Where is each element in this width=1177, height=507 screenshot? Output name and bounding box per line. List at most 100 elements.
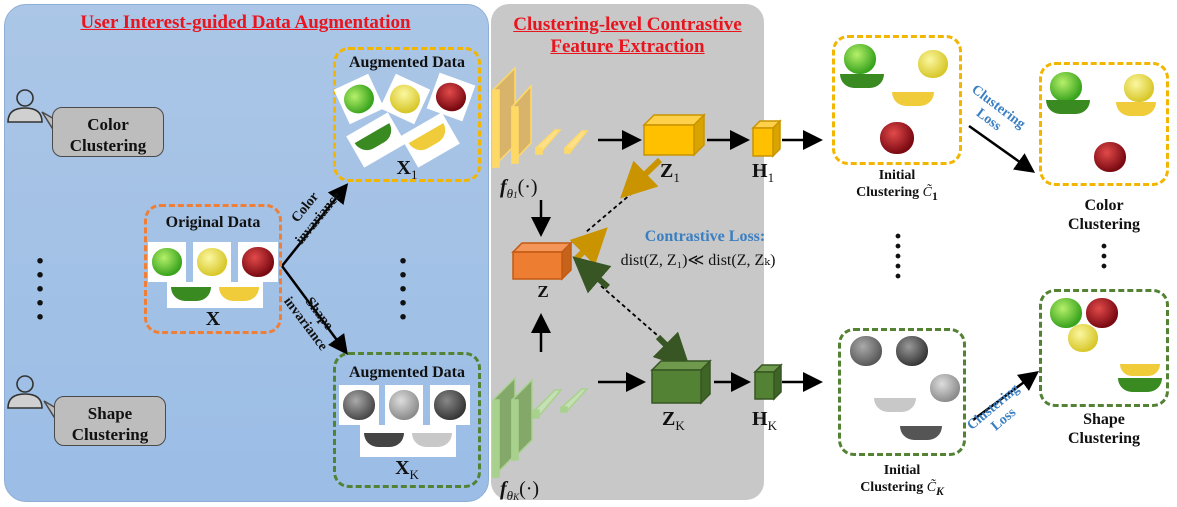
label-line: Clustering C̃K (832, 479, 972, 500)
user-icon (7, 89, 43, 123)
gray-apple-image (930, 374, 960, 402)
color-clustering-box (1039, 62, 1169, 186)
subscript: 1 (673, 170, 680, 185)
z-cube (511, 241, 573, 281)
encoder-bottom-label: fθK(·) (500, 478, 590, 504)
bubble-text: Clustering (69, 136, 147, 155)
red-apple-image (880, 122, 914, 154)
green-apple-image (1050, 72, 1082, 102)
clustering-loss-arrow-top (968, 124, 1036, 173)
symbol: H (752, 160, 768, 182)
gray-apple-image (385, 385, 423, 425)
argument: (·) (517, 176, 538, 198)
yellow-banana-image (215, 282, 263, 308)
clustering-loss-arrow-bottom (972, 371, 1040, 422)
yellow-apple-image (1124, 74, 1154, 102)
ellipsis-right-initial: ····· (892, 220, 903, 293)
subscript: 1 (767, 170, 775, 185)
gray-apple-image (896, 336, 928, 366)
original-fruit-images (147, 242, 279, 308)
color-invariance-arrow (281, 183, 349, 267)
augmented-color-symbol: X1 (333, 157, 481, 183)
bubble-text: Clustering (71, 425, 149, 444)
red-apple-image (1094, 142, 1126, 172)
encoder-top (492, 66, 589, 169)
subscript: K (675, 418, 685, 433)
hk-label: HK (752, 408, 802, 434)
symbol: Z (662, 408, 676, 430)
green-apple-image (148, 242, 186, 282)
initial-clustering-bottom-label: Initial Clustering C̃K (832, 462, 972, 500)
shape-invariance-arrow (280, 265, 348, 356)
z1-cube (642, 113, 706, 157)
yellow-banana-image (892, 92, 934, 106)
h1-cube (751, 119, 782, 158)
ellipsis-right-final: ··· (1098, 230, 1109, 283)
yellow-banana-image (1120, 364, 1160, 376)
subscript: 1 (410, 167, 418, 182)
shape-clustering-box (1039, 289, 1169, 407)
augmented-color-box (333, 47, 481, 182)
encoder-bottom (492, 376, 589, 479)
title-line: Clustering-level Contrastive (513, 14, 742, 35)
contrastive-loss-formula: dist(Z, Z₁)≪ dist(Z, Zₖ) (620, 252, 776, 269)
argument: (·) (519, 478, 540, 500)
red-apple-image (238, 242, 278, 282)
gray-apple-image (430, 385, 470, 425)
symbol: f (500, 176, 507, 198)
green-apple-image (1050, 298, 1082, 328)
augmented-shape-images (338, 385, 478, 457)
original-data-box (144, 204, 282, 334)
red-apple-image (1086, 298, 1118, 328)
contrastive-dashed-top (585, 187, 639, 233)
augmented-shape-label: Augmented Data (349, 364, 465, 381)
label-line: Clustering (1068, 216, 1140, 233)
original-symbol: X (205, 308, 221, 330)
yellow-apple-image (1068, 324, 1098, 352)
symbol: C̃ (926, 480, 937, 495)
symbol: Z (660, 160, 674, 182)
subscript: θ (506, 186, 514, 201)
label-line: Clustering C̃1 (832, 184, 962, 205)
zk-label: ZK (662, 408, 712, 434)
subscript: K (513, 492, 520, 502)
green-banana-image (1118, 378, 1162, 392)
yellow-apple-image (193, 242, 231, 282)
feature-extraction-title: Clustering-level Contrastive Feature Ext… (491, 14, 764, 58)
bubble-text: Shape (87, 404, 133, 423)
symbol: H (752, 408, 768, 430)
augmentation-title: User Interest-guided Data Augmentation (80, 12, 411, 33)
green-banana-image (1046, 100, 1090, 114)
label-line: Clustering (1068, 430, 1140, 447)
encoder-top-label: fθ1(·) (500, 176, 590, 202)
subscript: K (767, 418, 777, 433)
label-text: Clustering (860, 480, 924, 495)
ellipsis-mid: ····· (397, 243, 409, 336)
green-banana-image (840, 74, 884, 88)
symbol: C̃ (922, 185, 932, 200)
push-arrow-z (572, 256, 612, 294)
label-line: Initial (883, 463, 921, 478)
green-apple-image (844, 44, 876, 74)
gray-apple-image (339, 385, 379, 425)
label-text: Clustering (856, 185, 920, 200)
z1-label: Z1 (660, 160, 700, 186)
z-label: Z (537, 282, 549, 301)
color-clustering-label: Color Clustering (1039, 196, 1169, 234)
label-line: Initial (878, 168, 916, 183)
push-arrow-zk (652, 331, 691, 370)
hk-cube (753, 363, 783, 401)
title-line: Feature Extraction (550, 36, 705, 57)
pull-arrow-z1 (620, 157, 663, 199)
shape-clustering-bubble: Shape Clustering (54, 396, 166, 446)
h1-label: H1 (752, 160, 792, 186)
subscript: θ (506, 488, 514, 503)
gray-banana-image (408, 425, 456, 457)
gray-banana-image (360, 425, 408, 457)
gray-banana-image (874, 398, 916, 412)
gray-apple-image (850, 336, 882, 366)
subscript: 1 (932, 189, 938, 203)
initial-clustering-top-box (832, 35, 962, 165)
initial-clustering-top-label: Initial Clustering C̃1 (832, 167, 962, 205)
